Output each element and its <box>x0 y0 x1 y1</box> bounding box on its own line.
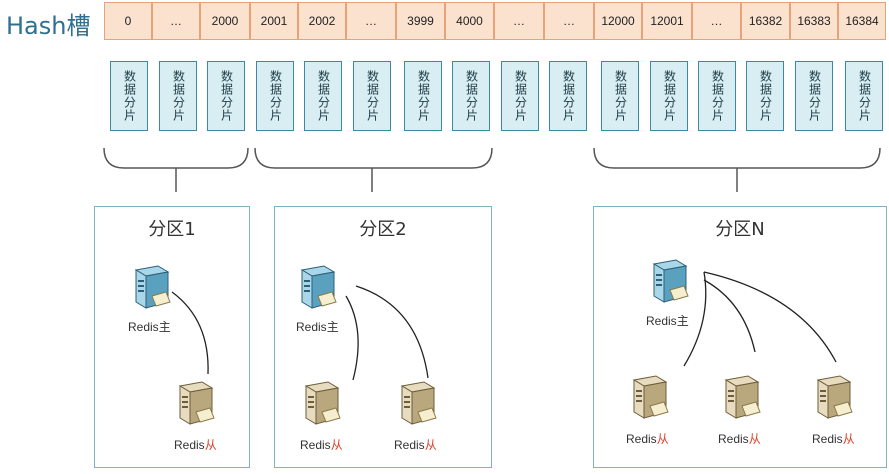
server-role: 从 <box>842 432 855 446</box>
data-shard-box: 数据分片 <box>207 61 245 131</box>
redis-master-server-icon <box>296 262 340 312</box>
partition-n: 分区N <box>593 206 887 468</box>
server-role: 从 <box>656 432 669 446</box>
redis-slave-label: Redis从 <box>300 436 343 453</box>
data-shard-box: 数据分片 <box>353 61 391 131</box>
redis-slave-server-icon <box>396 378 440 428</box>
server-name: Redis <box>128 320 159 334</box>
data-shard-box: 数据分片 <box>110 61 148 131</box>
data-shard-box: 数据分片 <box>549 61 587 131</box>
server-name: Redis <box>626 432 657 446</box>
hash-slot-cell: 16383 <box>790 2 838 40</box>
hash-slot-title: Hash槽 <box>6 12 91 40</box>
hash-slot-cell: … <box>152 2 200 40</box>
redis-slave-server-icon <box>628 372 672 422</box>
hash-slot-cell: 3999 <box>396 2 445 40</box>
server-name: Redis <box>718 432 749 446</box>
server-name: Redis <box>646 314 677 328</box>
partition-title: 分区1 <box>148 219 196 240</box>
data-shard-box: 数据分片 <box>650 61 688 131</box>
hash-slot-cell: 16384 <box>838 2 886 40</box>
hash-slot-cell: 12001 <box>642 2 692 40</box>
redis-master-label: Redis主 <box>646 312 689 329</box>
server-role: 从 <box>748 432 761 446</box>
data-shard-box: 数据分片 <box>159 61 197 131</box>
redis-slave-server-icon <box>174 378 218 428</box>
redis-slave-server-icon <box>720 372 764 422</box>
server-role: 主 <box>326 320 339 334</box>
hash-slot-cell: 2000 <box>200 2 250 40</box>
data-shard-box: 数据分片 <box>304 61 342 131</box>
data-shard-box: 数据分片 <box>501 61 539 131</box>
redis-master-server-icon <box>648 256 692 306</box>
redis-slave-label: Redis从 <box>394 436 437 453</box>
redis-slave-label: Redis从 <box>174 436 217 453</box>
redis-slave-server-icon <box>812 372 856 422</box>
server-name: Redis <box>174 438 205 452</box>
server-name: Redis <box>812 432 843 446</box>
hash-slot-cell: 2001 <box>250 2 298 40</box>
partition-2: 分区2 <box>274 206 492 468</box>
hash-slot-cell: 2002 <box>298 2 346 40</box>
hash-slot-cell: … <box>544 2 594 40</box>
data-shard-box: 数据分片 <box>601 61 639 131</box>
redis-master-label: Redis主 <box>296 318 339 335</box>
partition-1: 分区1 <box>94 206 250 468</box>
server-name: Redis <box>394 438 425 452</box>
data-shard-box: 数据分片 <box>746 61 784 131</box>
redis-slave-label: Redis从 <box>718 430 761 447</box>
redis-master-label: Redis主 <box>128 318 171 335</box>
server-name: Redis <box>300 438 331 452</box>
hash-slot-cell: 12000 <box>594 2 642 40</box>
server-role: 从 <box>330 438 343 452</box>
redis-slave-label: Redis从 <box>626 430 669 447</box>
server-role: 主 <box>158 320 171 334</box>
data-shard-box: 数据分片 <box>256 61 294 131</box>
hash-slot-cell: 4000 <box>445 2 494 40</box>
hash-slot-cell: … <box>692 2 741 40</box>
hash-slot-cell: 0 <box>104 2 152 40</box>
data-shard-box: 数据分片 <box>698 61 736 131</box>
partition-title: 分区N <box>715 219 765 240</box>
redis-slave-label: Redis从 <box>812 430 855 447</box>
server-role: 主 <box>676 314 689 328</box>
hash-slot-cell: … <box>346 2 396 40</box>
data-shard-box: 数据分片 <box>404 61 442 131</box>
server-role: 从 <box>424 438 437 452</box>
partition-title: 分区2 <box>359 219 407 240</box>
server-name: Redis <box>296 320 327 334</box>
hash-slot-cell: … <box>494 2 544 40</box>
data-shard-box: 数据分片 <box>795 61 833 131</box>
server-role: 从 <box>204 438 217 452</box>
data-shard-box: 数据分片 <box>452 61 490 131</box>
data-shard-box: 数据分片 <box>845 61 883 131</box>
redis-slave-server-icon <box>300 378 344 428</box>
hash-slot-cell: 16382 <box>741 2 790 40</box>
brace-partition-2 <box>254 147 493 169</box>
redis-master-server-icon <box>130 262 174 312</box>
